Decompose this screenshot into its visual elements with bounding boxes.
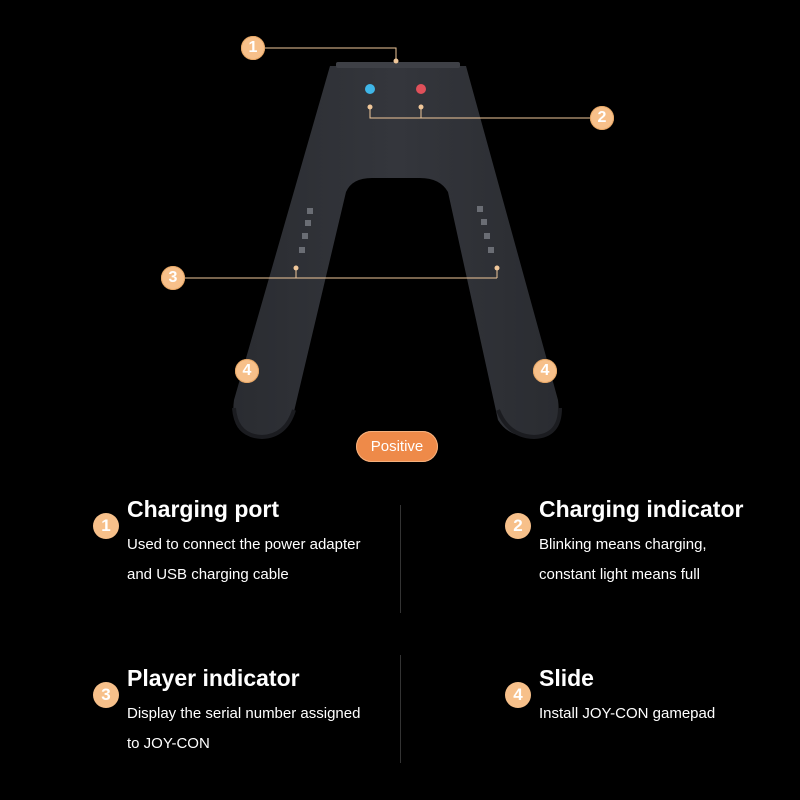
feature-number: 4 <box>505 682 531 708</box>
feature-description: Used to connect the power adapter and US… <box>127 536 361 583</box>
callout-2: 2 <box>590 106 614 130</box>
grip-body <box>233 66 559 437</box>
callout-3: 3 <box>161 266 185 290</box>
blue-led <box>365 84 375 94</box>
divider-bottom <box>400 655 401 763</box>
feature-title: Player indicator <box>127 665 300 691</box>
feature-title: Slide <box>539 665 594 691</box>
feature-description: Display the serial number assigned to JO… <box>127 705 361 752</box>
charging-grip-illustration <box>185 47 604 440</box>
leader-line-1 <box>265 47 397 61</box>
feature-description: Install JOY-CON gamepad <box>539 705 716 722</box>
player-leds-right <box>477 206 494 253</box>
divider-top <box>400 505 401 613</box>
callout-4-left: 4 <box>235 359 259 383</box>
view-label-badge: Positive <box>356 431 438 462</box>
feature-number: 3 <box>93 682 119 708</box>
callout-1: 1 <box>241 36 265 60</box>
feature-description: Blinking means charging, constant light … <box>539 536 707 583</box>
feature-number: 1 <box>93 513 119 539</box>
feature-title: Charging indicator <box>539 496 744 522</box>
red-led <box>416 84 426 94</box>
product-diagram: 1 2 3 4 4 Positive <box>161 36 614 462</box>
charging-port <box>336 62 460 68</box>
feature-number: 2 <box>505 513 531 539</box>
player-leds-left <box>299 208 313 253</box>
feature-title: Charging port <box>127 496 280 522</box>
leader-line-2 <box>369 108 604 119</box>
callout-4-right: 4 <box>533 359 557 383</box>
